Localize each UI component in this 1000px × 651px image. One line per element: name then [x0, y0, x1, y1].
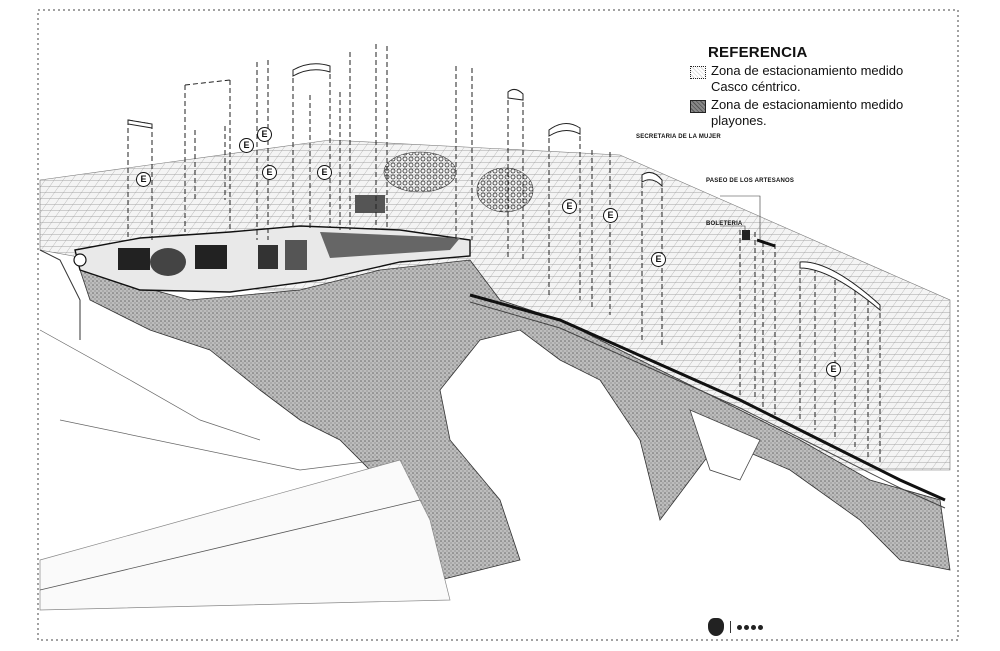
lower-area [39, 459, 451, 611]
tree-cluster-1 [383, 151, 457, 193]
divider [730, 621, 731, 633]
e-marker: E [651, 252, 666, 267]
boleteria-leader [720, 225, 746, 232]
tree-cluster-2 [476, 167, 534, 213]
e-marker: E [562, 199, 577, 214]
e-marker: E [603, 208, 618, 223]
scan-border [37, 9, 959, 641]
footer-logos [708, 618, 763, 636]
boleteria-mark [742, 230, 750, 240]
legend-item-playones: Zona de estacionamiento medido playones. [690, 97, 930, 129]
paseo-leader [720, 195, 761, 240]
dark-swatch-icon [690, 100, 706, 113]
e-marker: E [317, 165, 332, 180]
promenade [469, 293, 946, 502]
e-marker: E [136, 172, 151, 187]
road-line [59, 419, 381, 471]
left-road [39, 249, 81, 340]
legend-title: REFERENCIA [708, 44, 808, 61]
label-paseo: PASEO DE LOS ARTESANOS [706, 178, 795, 184]
block-6 [320, 232, 460, 258]
roundabout [73, 253, 87, 267]
label-secretaria: SECRETARIA DE LA MUJER [636, 134, 721, 140]
block-1 [118, 248, 150, 270]
legend-item-casco: Zona de estacionamiento medido Casco cén… [690, 63, 930, 95]
paseo-mark [756, 238, 776, 248]
legend: REFERENCIA Zona de estacionamiento medid… [690, 44, 930, 129]
e-marker: E [257, 127, 272, 142]
promenade-edge [469, 301, 946, 509]
block-3 [195, 245, 227, 269]
e-marker: E [262, 165, 277, 180]
e-marker: E [239, 138, 254, 153]
block-5 [285, 240, 307, 270]
pier [689, 409, 761, 481]
block-2 [150, 248, 186, 276]
brand-dots-icon [737, 624, 763, 630]
municipal-seal-icon [708, 618, 724, 636]
road-line-2 [39, 329, 261, 441]
legend-item-label: Zona de estacionamiento medido Casco cén… [711, 63, 904, 94]
block-4 [258, 245, 278, 269]
legend-item-label: Zona de estacionamiento medido playones. [711, 97, 904, 128]
block-7 [355, 195, 385, 213]
e-marker: E [826, 362, 841, 377]
light-swatch-icon [690, 66, 706, 79]
building-tops [127, 63, 881, 312]
building-extrusions [127, 44, 881, 465]
label-boleteria: BOLETERIA [706, 221, 743, 227]
shore-line [39, 499, 421, 591]
